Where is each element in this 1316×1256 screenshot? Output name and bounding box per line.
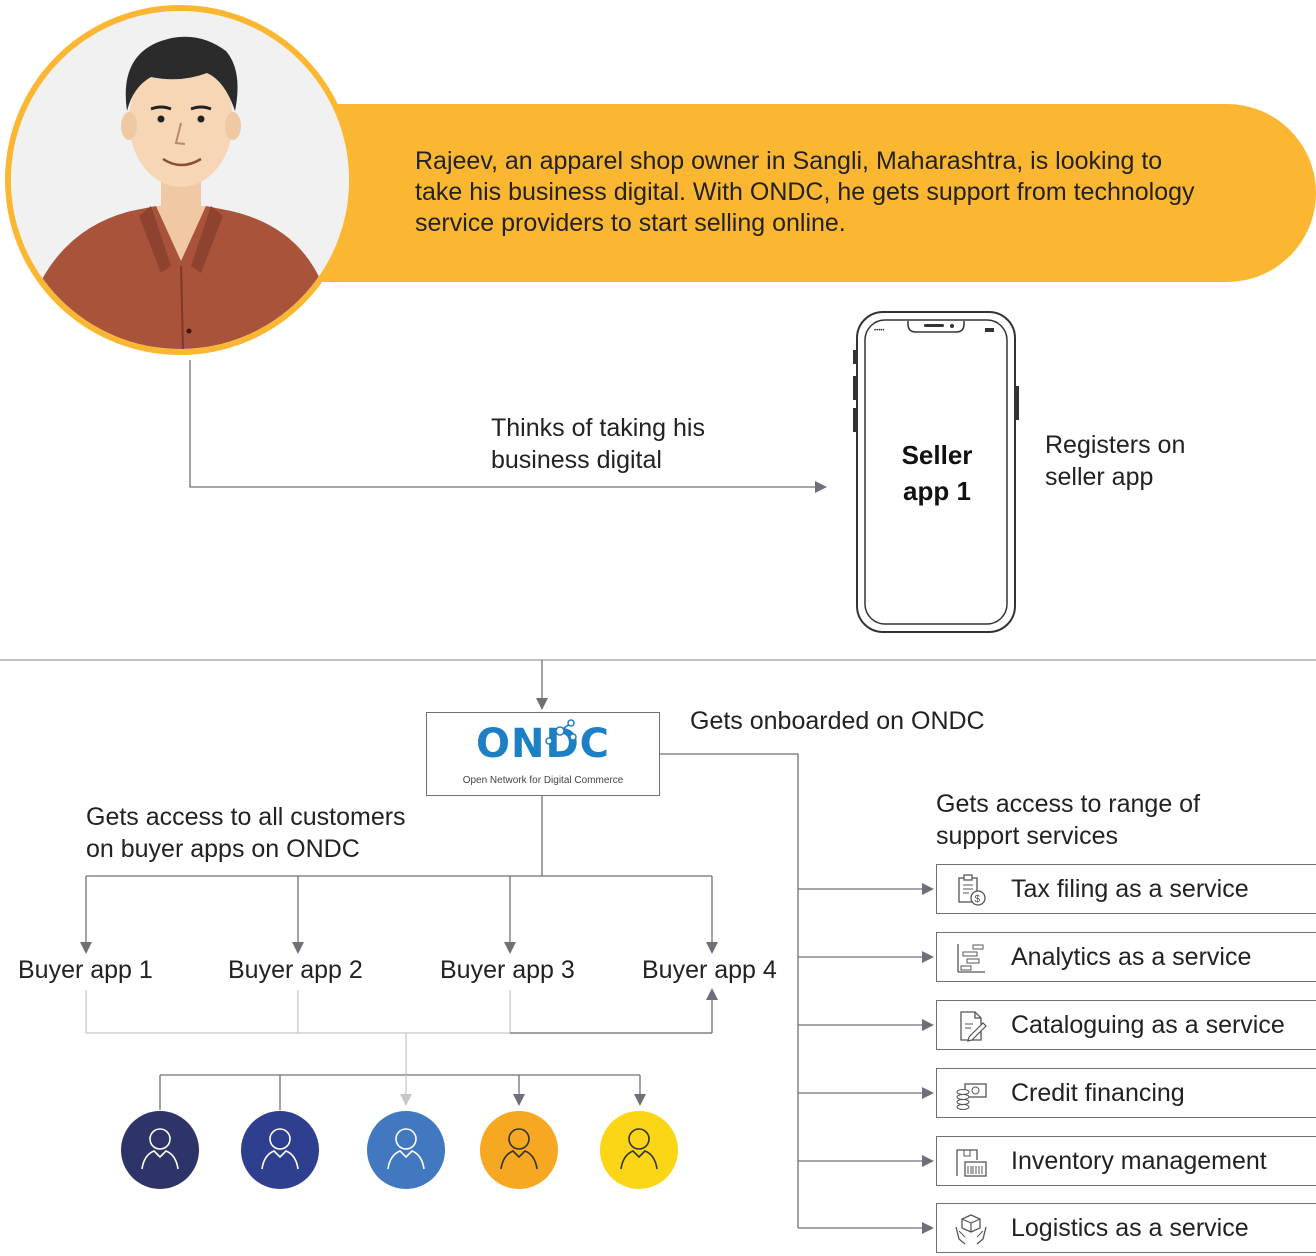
customer-avatar-3 xyxy=(367,1111,445,1189)
buyer-app-1: Buyer app 1 xyxy=(18,956,153,984)
step-think-label: Thinks of taking his business digital xyxy=(491,412,705,476)
customer-avatar-5 xyxy=(600,1111,678,1189)
story-text: Rajeev, an apparel shop owner in Sangli,… xyxy=(415,147,1195,237)
user-icon xyxy=(620,1128,658,1170)
ondc-tagline: Open Network for Digital Commerce xyxy=(462,775,624,786)
user-icon xyxy=(261,1128,299,1170)
user-icon xyxy=(141,1128,179,1170)
tax-document-icon: $ xyxy=(958,874,986,906)
user-icon xyxy=(387,1128,425,1170)
service-label: Credit financing xyxy=(1011,1079,1185,1107)
step-services-line1: Gets access to range of xyxy=(936,790,1201,818)
story-banner xyxy=(300,104,1316,282)
smartphone-icon: ••••• xyxy=(853,311,1019,633)
step-services-line2: support services xyxy=(936,822,1119,850)
seller-app-line1: Seller xyxy=(901,440,973,470)
service-label: Tax filing as a service xyxy=(1011,875,1249,903)
step-onboard-label: Gets onboarded on ONDC xyxy=(690,707,985,735)
inventory-box-icon xyxy=(956,1149,987,1177)
svg-text:•••••: ••••• xyxy=(874,328,885,334)
money-coins-icon xyxy=(956,1083,987,1110)
buyer-app-3: Buyer app 3 xyxy=(440,956,575,984)
service-analytics: Analytics as a service xyxy=(936,932,1316,982)
seller-app-label: Seller app 1 xyxy=(865,437,1009,509)
service-label: Analytics as a service xyxy=(1011,943,1252,971)
customer-avatar-2 xyxy=(241,1111,319,1189)
customer-avatar-1 xyxy=(121,1111,199,1189)
service-label: Logistics as a service xyxy=(1011,1214,1249,1242)
service-label: Cataloguing as a service xyxy=(1011,1011,1285,1039)
step-access-label: Gets access to all customers on buyer ap… xyxy=(86,801,406,865)
step-access-line1: Gets access to all customers xyxy=(86,803,406,831)
man-illustration xyxy=(11,11,349,349)
service-tax-filing: $ Tax filing as a service xyxy=(936,864,1316,914)
step-register-label: Registers on seller app xyxy=(1045,429,1185,493)
shop-owner-avatar xyxy=(5,5,355,355)
step-register-line2: seller app xyxy=(1045,463,1154,491)
network-nodes-icon xyxy=(545,719,577,745)
service-label: Inventory management xyxy=(1011,1147,1267,1175)
seller-app-line2: app 1 xyxy=(903,476,971,506)
service-inventory: Inventory management xyxy=(936,1136,1316,1186)
step-services-label: Gets access to range of support services xyxy=(936,788,1200,852)
step-think-line2: business digital xyxy=(491,446,662,474)
logistics-hands-icon xyxy=(955,1214,987,1245)
step-register-line1: Registers on xyxy=(1045,431,1186,459)
ondc-logo-text: ONDC xyxy=(475,721,611,767)
analytics-chart-icon xyxy=(957,944,985,973)
step-access-line2: on buyer apps on ONDC xyxy=(86,835,360,863)
step-think-line1: Thinks of taking his xyxy=(491,414,705,442)
service-cataloguing: Cataloguing as a service xyxy=(936,1000,1316,1050)
service-logistics: Logistics as a service xyxy=(936,1203,1316,1253)
user-icon xyxy=(500,1128,538,1170)
ondc-logo-box: ONDC Open Network for Digital Commerce xyxy=(426,712,660,796)
customer-avatar-4 xyxy=(480,1111,558,1189)
buyer-app-4: Buyer app 4 xyxy=(642,956,777,984)
service-credit-financing: Credit financing xyxy=(936,1068,1316,1118)
svg-text:$: $ xyxy=(975,894,981,905)
buyer-app-2: Buyer app 2 xyxy=(228,956,363,984)
catalogue-edit-icon xyxy=(960,1011,987,1042)
